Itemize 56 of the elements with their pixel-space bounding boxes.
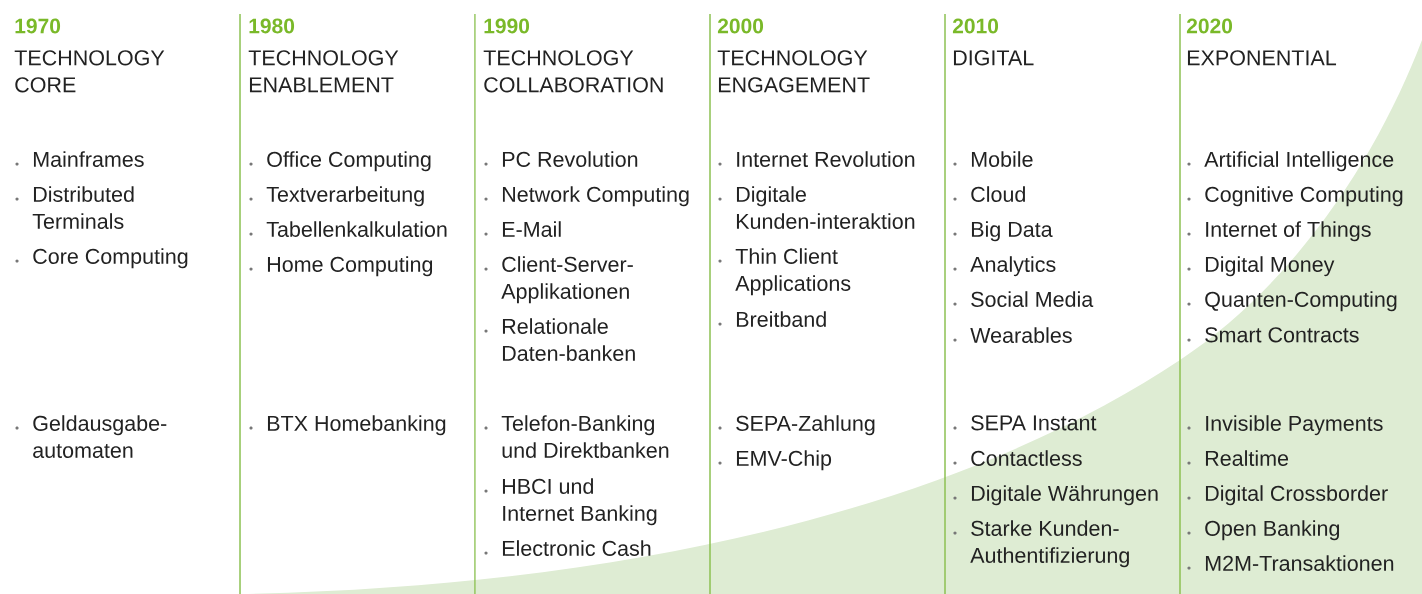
list-item: M2M-Transaktionen xyxy=(1205,555,1394,571)
list-item: Invisible Payments xyxy=(1206,415,1383,436)
list-item: Breitband xyxy=(736,311,826,327)
list-item: Internet Revolution xyxy=(737,151,915,167)
era-title: EXPONENTIAL xyxy=(1187,50,1337,66)
list-item: Electronic Cash xyxy=(502,540,651,556)
list-item: SEPA-Zahlung xyxy=(736,415,875,436)
list-item: Textverarbeitung xyxy=(266,186,424,207)
list-item: Wearables xyxy=(970,327,1072,343)
list-item: Digital Crossborder xyxy=(1205,485,1388,506)
era-title: TECHNOLOGY ENGAGEMENT xyxy=(717,50,870,93)
year-label: 1970 xyxy=(15,18,61,34)
list-item: Thin Client Applications xyxy=(735,248,851,296)
year-label: 2020 xyxy=(1186,18,1233,34)
year-label: 1990 xyxy=(484,18,530,34)
era-title: TECHNOLOGY COLLABORATION xyxy=(483,50,663,93)
list-item: Client-Server-Applikationen xyxy=(501,256,633,304)
list-item: BTX Homebanking xyxy=(267,415,446,436)
list-item: SEPA Instant xyxy=(971,415,1097,431)
list-item: Smart Contracts xyxy=(1205,327,1359,343)
list-item: Digitale Kunden-interaktion xyxy=(736,186,915,229)
list-item: Analytics xyxy=(970,256,1056,277)
list-item: Relationale Daten-banken xyxy=(502,318,635,361)
list-item: Quanten-Computing xyxy=(1205,291,1397,312)
list-item: Home Computing xyxy=(267,256,433,277)
list-item: Telefon-Banking und Direktbanken xyxy=(501,415,669,458)
year-label: 2000 xyxy=(717,18,764,34)
year-label: 1980 xyxy=(249,18,295,34)
list-item: Network Computing xyxy=(502,186,689,207)
era-title: TECHNOLOGY ENABLEMENT xyxy=(248,50,399,93)
era-title: DIGITAL xyxy=(953,50,1034,66)
list-item: Geldausgabe-automaten xyxy=(33,415,167,458)
list-item: Office Computing xyxy=(267,151,431,172)
list-item: Social Media xyxy=(971,291,1094,307)
list-item: Digitale Währungen xyxy=(971,485,1158,506)
list-item: Open Banking xyxy=(1205,520,1340,541)
list-item: Cloud xyxy=(971,186,1025,202)
list-item: HBCI und Internet Banking xyxy=(502,478,657,526)
list-item: Starke Kunden-Authentifizierung xyxy=(970,520,1129,568)
list-item: Tabellenkalkulation xyxy=(266,221,447,237)
list-item: Mobile xyxy=(971,151,1033,167)
list-item: Internet of Things xyxy=(1206,221,1371,242)
list-item: PC Revolution xyxy=(502,151,638,167)
list-item: Core Computing xyxy=(33,248,188,269)
era-title: TECHNOLOGY CORE xyxy=(14,50,165,93)
list-item: Artificial Intelligence xyxy=(1204,151,1394,172)
list-item: Digital Money xyxy=(1205,256,1335,277)
list-item: EMV-Chip xyxy=(736,450,832,471)
list-item: E-Mail xyxy=(502,221,561,237)
list-item: Distributed Terminals xyxy=(32,186,134,229)
list-item: Contactless xyxy=(971,450,1082,466)
list-item: Realtime xyxy=(1205,450,1289,466)
list-item: Cognitive Computing xyxy=(1205,186,1403,207)
list-item: Mainframes xyxy=(33,151,144,167)
list-item: Big Data xyxy=(971,221,1053,242)
year-label: 2010 xyxy=(952,18,999,34)
